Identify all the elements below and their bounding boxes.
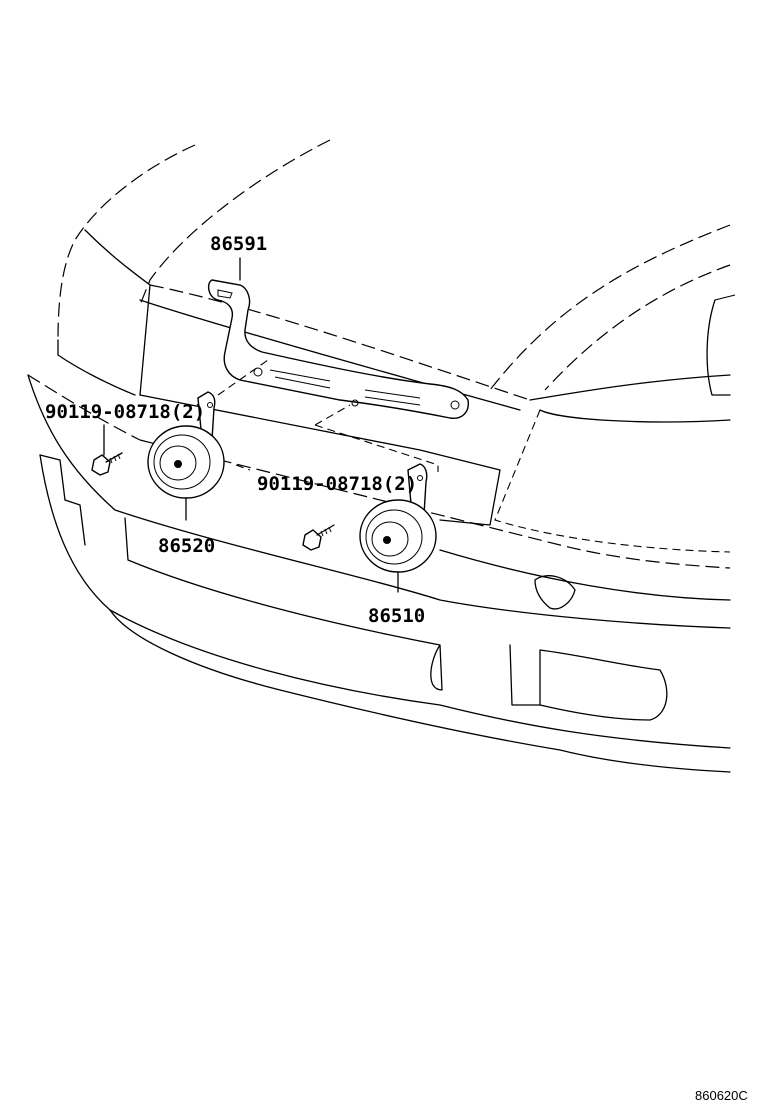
bolt-left xyxy=(91,424,123,476)
label-bracket-86591: 86591 xyxy=(210,233,267,255)
label-bolt-right: 90119-08718(2) xyxy=(257,473,417,495)
diagram-reference-code: 860620C xyxy=(695,1088,748,1103)
label-bolt-left: 90119-08718(2) xyxy=(45,401,205,423)
horn-86520 xyxy=(147,359,269,521)
horn-86510 xyxy=(314,404,439,593)
label-horn-86520: 86520 xyxy=(158,535,215,557)
horn-bracket xyxy=(207,257,469,419)
label-horn-86510: 86510 xyxy=(368,605,425,627)
bolt-right xyxy=(235,464,335,551)
vehicle-body xyxy=(27,139,736,773)
